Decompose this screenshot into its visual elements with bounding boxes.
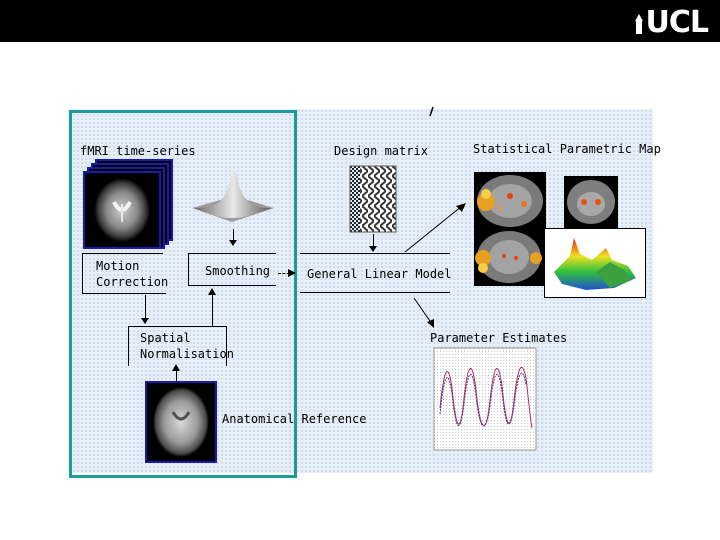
stray-mark (429, 106, 434, 117)
motion-box-border (82, 253, 163, 294)
motion-box-bottom (82, 293, 166, 294)
arrow-head (141, 318, 149, 324)
smoothing-box-top (188, 253, 276, 254)
glm-box-bottom (300, 292, 450, 293)
arrow-head (208, 288, 216, 295)
spatial-box-left (128, 326, 129, 366)
spatial-box-right (226, 326, 227, 366)
design-matrix-image (349, 165, 397, 233)
ucl-logo: UCL (634, 5, 709, 40)
arrow-head (172, 364, 180, 371)
spm-coronal-image (564, 176, 618, 228)
ucl-crest-icon (634, 14, 643, 34)
arrow-head (369, 246, 377, 252)
design-to-glm-line (373, 234, 374, 248)
preprocessing-frame (69, 110, 297, 478)
spm-label: Statistical Parametric Map (473, 142, 661, 156)
smoothing-box-bottom (188, 285, 276, 286)
motion-label-line2: Correction (96, 275, 169, 289)
arrow-head (229, 240, 237, 246)
spatial-label-line2: Normalisation (140, 347, 234, 361)
smoothing-to-glm-line (278, 273, 294, 274)
ucl-logo-text: UCL (645, 5, 709, 40)
spm-surface-plot (554, 238, 636, 290)
design-matrix-label: Design matrix (334, 144, 428, 158)
spatial-to-smoothing-line (212, 294, 213, 326)
glm-box-top (300, 253, 450, 254)
glm-to-spm-arrow (404, 203, 466, 253)
spm-axial-image (474, 228, 544, 286)
anatomical-to-spatial-line (176, 368, 177, 382)
spatial-label-line1: Spatial (140, 331, 191, 345)
anatomical-label: Anatomical Reference (222, 412, 367, 426)
fmri-label: fMRI time-series (80, 144, 196, 158)
spatial-box-top (128, 326, 226, 327)
glm-to-params-arrow (413, 297, 434, 328)
glm-label: General Linear Model (307, 267, 452, 281)
kernel-connector (233, 229, 234, 243)
spm-sagittal-image (474, 172, 546, 230)
parameter-estimates-plot (433, 347, 537, 451)
title-bar (0, 0, 720, 42)
smoothing-label: Smoothing (205, 264, 271, 278)
anatomical-image (145, 381, 217, 463)
param-label: Parameter Estimates (430, 331, 568, 345)
motion-to-spatial-line (145, 295, 146, 323)
fmri-stack-image (83, 159, 173, 249)
arrow-head (288, 269, 296, 277)
motion-label-line1: Motion (96, 259, 140, 273)
smoothing-kernel-image (192, 170, 274, 222)
smoothing-box-left (188, 253, 189, 285)
